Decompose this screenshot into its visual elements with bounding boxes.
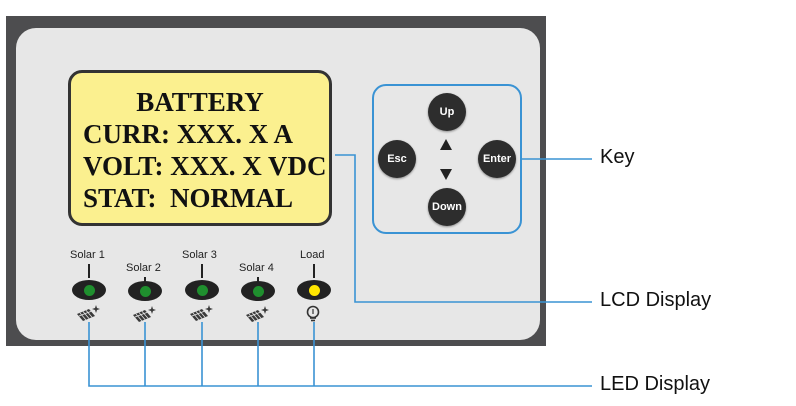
- led-solar-2: [128, 281, 162, 301]
- up-key[interactable]: Up: [428, 93, 466, 131]
- solar-panel-icon: [246, 306, 269, 322]
- led-stem: [313, 264, 315, 278]
- led-label-load: Load: [300, 249, 325, 261]
- esc-key[interactable]: Esc: [378, 140, 416, 178]
- key-callout-label: Key: [600, 146, 635, 168]
- led-stem: [201, 264, 203, 278]
- down-key[interactable]: Down: [428, 188, 466, 226]
- led-stem: [144, 277, 146, 283]
- led-light: [139, 285, 151, 297]
- led-callout-label: LED Display: [600, 373, 711, 395]
- led-light: [83, 284, 95, 296]
- led-light: [252, 285, 264, 297]
- led-solar-1: [72, 280, 106, 300]
- lcd-callout-label: LCD Display: [600, 289, 712, 311]
- solar-panel-icon: [133, 306, 156, 322]
- arrow-down-icon: [440, 169, 452, 180]
- lcd-current-line: CURR: XXX. X A: [83, 119, 293, 149]
- keypad: Up Esc Enter Down: [372, 84, 522, 234]
- lcd-display: BATTERY CURR: XXX. X A VOLT: XXX. X VDC …: [68, 70, 332, 226]
- led-label-solar-3: Solar 3: [182, 249, 217, 261]
- lcd-title: BATTERY: [136, 87, 264, 117]
- led-load: [297, 280, 331, 300]
- led-label-solar-4: Solar 4: [239, 262, 274, 274]
- arrow-up-icon: [440, 139, 452, 150]
- lcd-status-line: STAT: NORMAL: [83, 183, 294, 213]
- led-solar-4: [241, 281, 275, 301]
- led-label-solar-2: Solar 2: [126, 262, 161, 274]
- led-light: [308, 284, 320, 296]
- led-solar-3: [185, 280, 219, 300]
- led-light: [196, 284, 208, 296]
- led-stem: [257, 277, 259, 283]
- led-label-solar-1: Solar 1: [70, 249, 105, 261]
- solar-panel-icon: [77, 305, 100, 321]
- lightbulb-icon: [306, 305, 320, 322]
- enter-key[interactable]: Enter: [478, 140, 516, 178]
- solar-panel-icon: [190, 305, 213, 321]
- led-stem: [88, 264, 90, 278]
- lcd-voltage-line: VOLT: XXX. X VDC: [83, 151, 327, 181]
